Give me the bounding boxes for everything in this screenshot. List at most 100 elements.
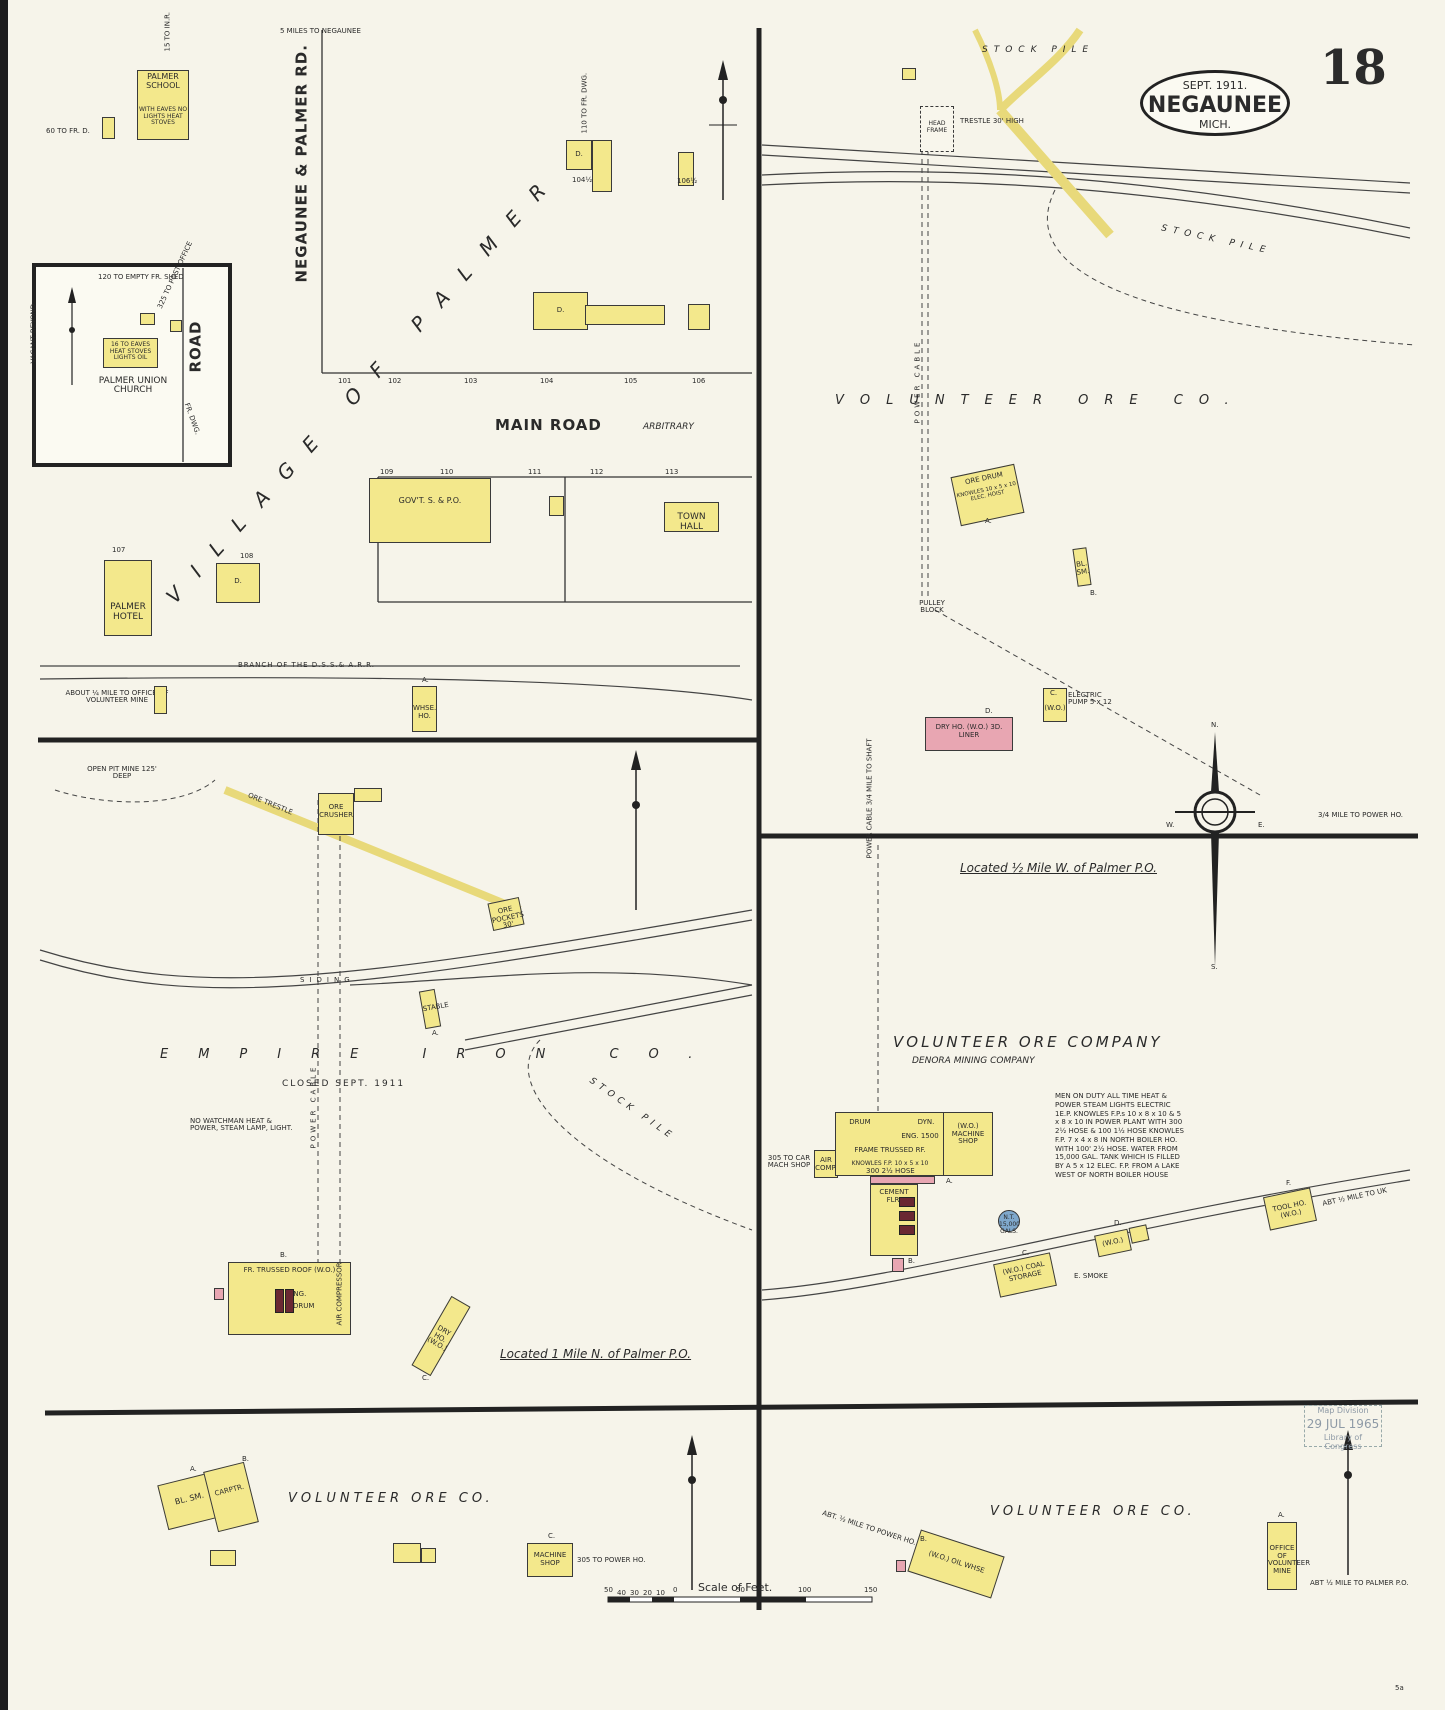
title-cartouche: SEPT. 1911. NEGAUNEE MICH. <box>1140 70 1290 136</box>
bottom-letter-b: B. <box>242 1455 250 1463</box>
scale-tick-150: 150 <box>864 1586 878 1594</box>
lower-dry-letter: C. <box>422 1374 430 1382</box>
dwelling-104: D. <box>533 292 588 330</box>
addr-104: 104 <box>540 377 554 385</box>
compass-rose <box>1175 732 1255 967</box>
pp-drum: DRUM <box>849 1118 871 1126</box>
hotel-number: 107 <box>112 546 126 554</box>
stable-label: STABLE <box>422 1000 450 1014</box>
inset-small-bld <box>170 320 182 332</box>
scale-tick-50b: 50 <box>736 1586 745 1594</box>
tool-house-label: TOOL HO. (W.O.) <box>1271 1198 1307 1220</box>
stable-letter: A. <box>432 1029 439 1037</box>
bottom-machine-shop: MACHINE SHOP <box>527 1543 573 1577</box>
bottom-letter-a: A. <box>190 1465 197 1473</box>
machine-shop-label: (W.O.) MACHINE SHOP <box>951 1122 985 1146</box>
mine-office: OFFICE OF VOLUNTEER MINE <box>1267 1522 1311 1590</box>
inset-church: 16 TO EAVES HEAT STOVES LIGHTS OIL <box>103 338 158 368</box>
denora-mining: DENORA MINING COMPANY <box>912 1056 1035 1066</box>
dry-letter: D. <box>985 707 993 715</box>
compass-w: W. <box>1166 821 1175 829</box>
inset-vacant: VACANT BEYOND <box>29 303 38 364</box>
warehouse: WHSE. HO. <box>412 686 437 732</box>
e-smoke: E. SMOKE <box>1074 1272 1108 1280</box>
addr-109: 109 <box>380 468 394 476</box>
pulley-block: PULLEY BLOCK <box>919 599 945 614</box>
volunteer-ore-company: VOLUNTEER ORE COMPANY <box>893 1033 1163 1051</box>
addr-106: 106 <box>692 377 706 385</box>
post-office: GOV'T. S. & P.O. <box>369 478 491 543</box>
ore-drum-letter: A. <box>985 517 992 525</box>
head-frame-label: HEAD FRAME <box>926 120 948 134</box>
ore-crusher-annex <box>354 788 382 802</box>
addr-110: 110 <box>440 468 454 476</box>
dwelling-104-half: D. <box>566 140 592 170</box>
office-letter: A. <box>1278 1511 1285 1519</box>
pp-eng: ENG. 1500 <box>901 1132 939 1140</box>
scale-tick-10: 10 <box>656 1589 665 1597</box>
lower-right-power-cable: POWER CABLE 3/4 MILE TO SHAFT <box>865 738 874 859</box>
located-half-mile: Located ½ Mile W. of Palmer P.O. <box>960 861 1157 875</box>
addr-101: 101 <box>338 377 352 385</box>
head-frame: HEAD FRAME <box>920 106 954 152</box>
miles-to-negaunee: 5 MILES TO NEGAUNEE <box>280 27 361 35</box>
elec-letter: C. <box>1050 689 1058 697</box>
inset-ft-label: 120 TO EMPTY FR. SHED <box>98 273 184 281</box>
palmer-hotel: PALMER HOTEL <box>104 560 152 636</box>
scale-tick-100: 100 <box>798 1586 812 1594</box>
about-mile-label: ABOUT ¼ MILE TO OFFICE OF VOLUNTEER MINE <box>65 689 169 704</box>
scale-tick-20: 20 <box>643 1589 652 1597</box>
water-tank-label: N.T. 15,000 GALS. <box>999 1214 1020 1235</box>
trestle-label: TRESTLE 30' HIGH <box>960 117 1024 125</box>
bottom-shed-1 <box>393 1543 421 1563</box>
school-ft: 15 TO IN.R. <box>163 11 172 52</box>
mine-office-label: OFFICE OF VOLUNTEER MINE <box>1268 1544 1311 1576</box>
ore-crusher: ORE CRUSHER <box>318 793 354 835</box>
addr-103: 103 <box>464 377 478 385</box>
pp-frame: FRAME TRUSSED RF. <box>854 1146 926 1154</box>
palmer-hotel-label: PALMER HOTEL <box>110 602 146 622</box>
town-hall: TOWN HALL <box>664 502 719 532</box>
hoist-letter: B. <box>280 1251 288 1259</box>
scale-bar <box>607 1596 873 1603</box>
cement-floor: CEMENT FLR. <box>879 1188 909 1204</box>
library-stamp: Map Division 29 JUL 1965 Library of Cong… <box>1304 1405 1382 1451</box>
brick-box <box>892 1258 904 1272</box>
dwelling-label: D. <box>575 150 583 158</box>
palmer-school-note: WITH EAVES NO LIGHTS HEAT STOVES <box>138 106 188 127</box>
oil-letter: B. <box>920 1535 928 1543</box>
small-brick-shed <box>214 1288 224 1300</box>
dwelling-104-label: D. <box>556 306 565 314</box>
bl-sm-label: BL. SM. <box>1075 559 1090 577</box>
whse-letter: A. <box>422 676 429 684</box>
inset-shed <box>140 313 155 325</box>
bottom-machine-label: MACHINE SHOP <box>533 1551 567 1567</box>
water-tank: N.T. 15,000 GALS. <box>998 1210 1020 1235</box>
oil-whse-label: (W.O.) OIL WHSE <box>927 1549 986 1575</box>
lower-left-notes: NO WATCHMAN HEAT & POWER, STEAM LAMP, LI… <box>190 1117 293 1132</box>
carpenter-label: CARPTR. <box>213 1482 245 1498</box>
lower-right-notes: MEN ON DUTY ALL TIME HEAT & POWER STEAM … <box>1055 1092 1184 1179</box>
stamp-line-1: Map Division <box>1317 1406 1369 1415</box>
compass-n: N. <box>1211 721 1219 729</box>
addr-111: 111 <box>528 468 542 476</box>
addr-113: 113 <box>665 468 679 476</box>
closed-label: CLOSED SEPT. 1911 <box>282 1079 406 1089</box>
ft-to-dwg: 110 TO FR. DWG. <box>580 72 589 134</box>
stock-pile-1: STOCK PILE <box>982 45 1095 55</box>
north-arrow-4 <box>1343 1430 1353 1575</box>
branch-rr-label: BRANCH OF THE D.S.S.& A.R.R. <box>238 661 375 669</box>
stamp-date: 29 JUL 1965 <box>1306 1417 1380 1431</box>
map-date: SEPT. 1911. <box>1182 79 1248 92</box>
open-pit-label: OPEN PIT MINE 125' DEEP <box>87 765 157 780</box>
state-name: MICH. <box>1199 118 1231 131</box>
scale-tick-50a: 50 <box>604 1586 613 1594</box>
palmer-school-label: PALMER SCHOOL <box>146 72 180 90</box>
scale-tick-40: 40 <box>617 1589 626 1597</box>
dwelling-108: D. <box>216 563 260 603</box>
power-cable-1: POWER CABLE <box>913 339 922 424</box>
addr-102: 102 <box>388 377 402 385</box>
inset-church-label: PALMER UNION CHURCH <box>98 376 168 395</box>
power-plant: DRUM DYN. ENG. 1500 FRAME TRUSSED RF. KN… <box>835 1112 945 1176</box>
